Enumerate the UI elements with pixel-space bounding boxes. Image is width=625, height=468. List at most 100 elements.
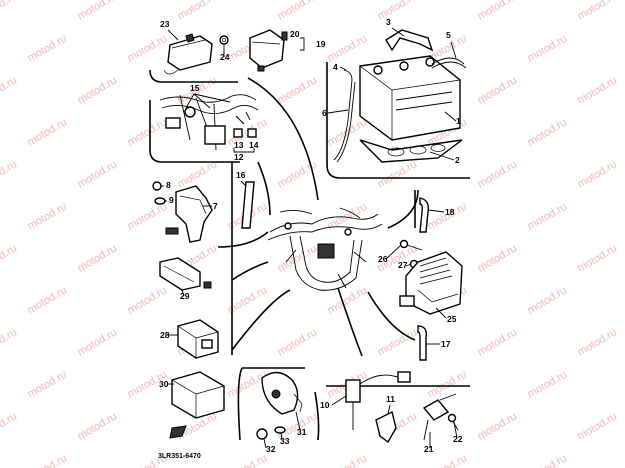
watermark-text: motod.ru: [126, 116, 170, 148]
horn-31: [261, 371, 303, 415]
watermark-text: motod.ru: [326, 200, 370, 232]
watermark-text: motod.ru: [326, 32, 370, 64]
screw-26: [399, 239, 423, 251]
leader-lines: [160, 27, 458, 449]
divider-top-left: [149, 69, 238, 83]
band-16: [241, 181, 255, 229]
watermark-text: motod.ru: [576, 74, 620, 106]
watermark-text: motod.ru: [26, 284, 70, 316]
watermark-text: motod.ru: [576, 326, 620, 358]
bolt-8: [152, 181, 162, 191]
washer-9: [154, 197, 166, 205]
battery-tray-2: [359, 139, 463, 163]
divider-bottom-right: [314, 391, 320, 441]
divider-center-bottom: [337, 287, 363, 357]
callout-19: 19: [316, 39, 326, 49]
watermark-text: motod.ru: [526, 452, 570, 468]
watermark-text: motod.ru: [476, 74, 520, 106]
watermark-text: motod.ru: [0, 74, 19, 106]
watermark-text: motod.ru: [0, 0, 19, 23]
callout-28: 28: [160, 330, 170, 340]
callout-33: 33: [280, 436, 290, 446]
divider-battery-box: [326, 62, 470, 179]
callout-25: 25: [447, 314, 457, 324]
watermark-text: motod.ru: [526, 200, 570, 232]
leader-line-6: [327, 109, 349, 114]
watermark-text: motod.ru: [376, 158, 420, 190]
group-brackets: [233, 37, 305, 153]
watermark-text: motod.ru: [426, 452, 470, 468]
watermark-text: motod.ru: [0, 242, 19, 274]
switch-11: [375, 410, 397, 444]
switch-21: [422, 393, 457, 441]
callout-17: 17: [441, 339, 451, 349]
leader-line-31: [295, 411, 301, 431]
main-wire-harness: [267, 207, 383, 291]
callout-29: 29: [180, 291, 190, 301]
watermark-text: motod.ru: [26, 116, 70, 148]
watermark-text: motod.ru: [476, 326, 520, 358]
divider-right-top: [387, 189, 419, 229]
callout-15: 15: [190, 83, 200, 93]
rectifier-regulator-25: [399, 251, 463, 315]
leader-line-32: [263, 438, 267, 449]
callout-4: 4: [333, 62, 338, 72]
diagram-code: 3LR351-6470: [158, 453, 201, 460]
callout-31: 31: [297, 427, 307, 437]
watermark-text: motod.ru: [526, 284, 570, 316]
watermark-text: motod.ru: [376, 326, 420, 358]
divider-curve-mid: [257, 161, 271, 216]
relay-23: [163, 33, 213, 75]
divider-left-bottom: [231, 289, 291, 351]
callout-18: 18: [445, 207, 455, 217]
watermark-text: motod.ru: [126, 284, 170, 316]
callout-16: 16: [236, 170, 246, 180]
watermark-text: motod.ru: [76, 410, 120, 442]
leader-line-1: [444, 111, 457, 122]
leader-line-27: [405, 263, 412, 267]
watermark-text: motod.ru: [276, 326, 320, 358]
leader-line-15: [193, 93, 231, 103]
leader-line-15: [193, 93, 211, 109]
leader-line-4: [339, 66, 347, 71]
callout-23: 23: [160, 19, 170, 29]
watermark-text: motod.ru: [376, 0, 420, 23]
watermark-text: motod.ru: [276, 0, 320, 23]
callout-21: 21: [424, 444, 434, 454]
callout-10: 10: [320, 400, 330, 410]
leader-line-3: [391, 27, 405, 37]
watermark-text: motod.ru: [26, 368, 70, 400]
callout-30: 30: [159, 379, 169, 389]
callout-22: 22: [453, 434, 463, 444]
callout-6: 6: [322, 108, 327, 118]
callout-13: 13: [234, 140, 244, 150]
callout-5: 5: [446, 30, 451, 40]
watermark-text: motod.ru: [76, 158, 120, 190]
breather-pipe-4: [343, 69, 353, 81]
screw-22: [447, 413, 459, 431]
watermark-text: motod.ru: [476, 158, 520, 190]
bolt-24: [219, 35, 229, 45]
watermark-text: motod.ru: [76, 326, 120, 358]
horn-bracket-7: [165, 185, 213, 243]
divider-left-mid: [217, 231, 269, 248]
watermark-text: motod.ru: [76, 0, 120, 23]
watermark-text: motod.ru: [76, 242, 120, 274]
clip-14: [247, 128, 257, 138]
watermark-text: motod.ru: [276, 74, 320, 106]
watermark-text: motod.ru: [326, 452, 370, 468]
divider-harness-box: [149, 100, 240, 163]
leader-line-10: [331, 395, 347, 406]
leader-line-18: [427, 209, 445, 213]
callout-11: 11: [386, 394, 395, 404]
leader-line-26: [385, 245, 401, 260]
harness-15: [159, 94, 259, 151]
watermark-text: motod.ru: [476, 0, 520, 23]
watermark-text: motod.ru: [576, 242, 620, 274]
battery-band-3: [385, 29, 434, 52]
watermark-text: motod.ru: [26, 200, 70, 232]
breather-hose-6: [333, 79, 356, 163]
leader-line-23: [167, 29, 179, 41]
